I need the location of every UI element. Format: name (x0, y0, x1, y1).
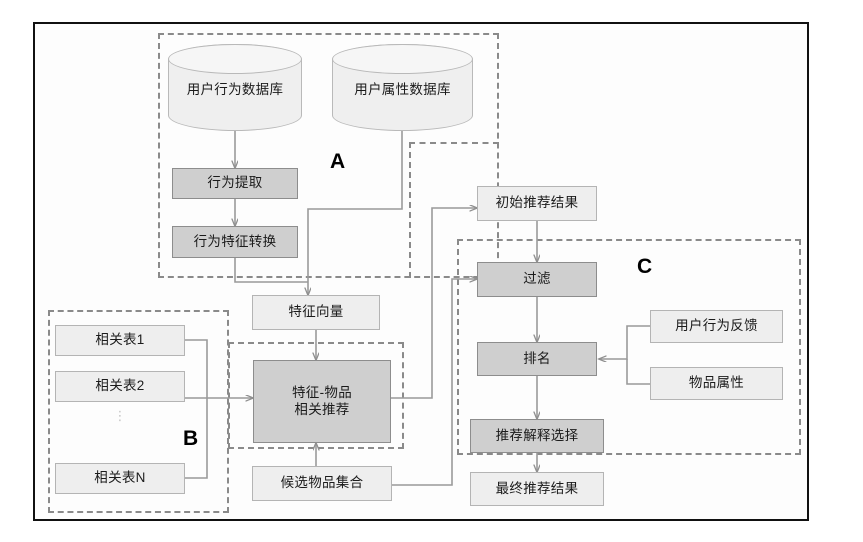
node-behavior-extraction[interactable]: 行为提取 (172, 168, 298, 199)
node-final-recommendation-result[interactable]: 最终推荐结果 (470, 472, 604, 506)
node-related-table-n[interactable]: 相关表N (55, 463, 185, 494)
node-related-table-1[interactable]: 相关表1 (55, 325, 185, 356)
core-recommender-line-2: 相关推荐 (294, 401, 350, 417)
group-label-a: A (330, 150, 346, 173)
datastore-user-attribute-db-label: 用户属性数据库 (354, 81, 451, 97)
node-initial-recommendation-result[interactable]: 初始推荐结果 (477, 186, 597, 221)
node-filter[interactable]: 过滤 (477, 262, 597, 297)
core-recommender-line-1: 特征-物品 (292, 384, 352, 400)
node-feature-item-related-recommendation[interactable]: 特征-物品 相关推荐 (253, 360, 391, 443)
node-ranking[interactable]: 排名 (477, 342, 597, 376)
group-label-b: B (183, 427, 199, 450)
node-feature-vector[interactable]: 特征向量 (252, 295, 380, 330)
datastore-user-behavior-db-label: 用户行为数据库 (186, 81, 284, 97)
datastore-user-attribute-db[interactable]: 用户属性数据库 (332, 44, 473, 131)
node-behavior-feature-transform[interactable]: 行为特征转换 (172, 226, 298, 258)
related-tables-ellipsis: ⋮ (113, 408, 127, 423)
node-item-attribute[interactable]: 物品属性 (650, 367, 783, 400)
group-label-c: C (637, 255, 653, 278)
datastore-user-behavior-db[interactable]: 用户行为数据库 (168, 44, 302, 131)
node-candidate-item-set[interactable]: 候选物品集合 (252, 466, 392, 501)
node-related-table-2[interactable]: 相关表2 (55, 371, 185, 402)
node-recommendation-explanation-selection[interactable]: 推荐解释选择 (470, 419, 604, 453)
node-user-behavior-feedback[interactable]: 用户行为反馈 (650, 310, 783, 343)
